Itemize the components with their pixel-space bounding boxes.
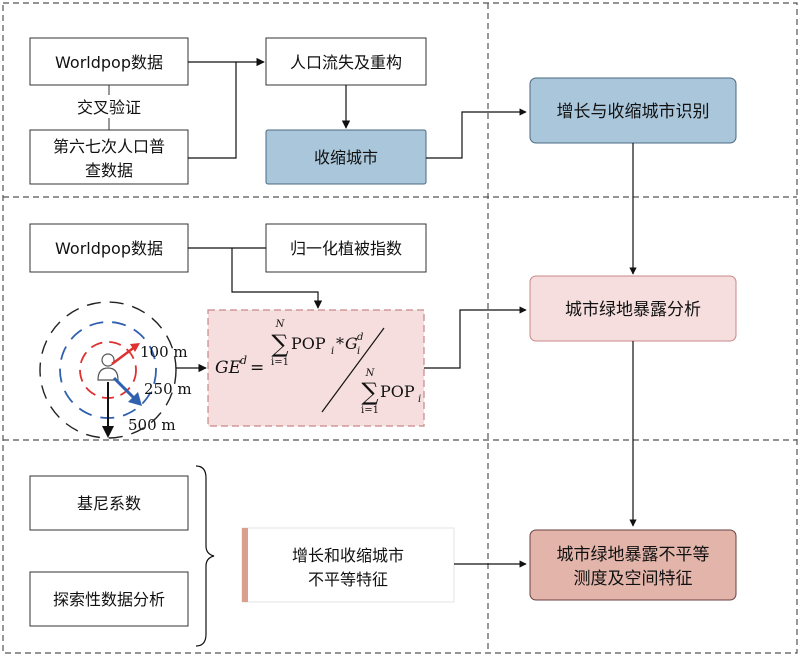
formula-lhs: GE bbox=[215, 358, 242, 378]
census-box: 第六七次人口普 查数据 bbox=[29, 129, 189, 185]
esda-box: 探索性数据分析 bbox=[29, 571, 189, 627]
arrow-formula-to-exposure bbox=[424, 306, 527, 369]
den-sigma: ∑ bbox=[361, 378, 378, 406]
final-box: 城市绿地暴露不平等 测度及空间特征 bbox=[529, 529, 737, 601]
red-arrow-head bbox=[130, 343, 140, 352]
formula-lhs-sup: d bbox=[240, 354, 247, 367]
population-loss-label: 人口流失及重构 bbox=[290, 53, 402, 72]
num-g-sub: i bbox=[357, 346, 360, 357]
inequality-accent-bar bbox=[242, 528, 248, 602]
den-pop-sub: i bbox=[418, 394, 421, 405]
worldpop-label-1: Worldpop数据 bbox=[55, 53, 163, 72]
worldpop-box-2: Worldpop数据 bbox=[29, 223, 189, 273]
num-g-sup: d bbox=[357, 332, 363, 343]
final-label-line1: 城市绿地暴露不平等 bbox=[557, 545, 710, 565]
red-radius-arrow bbox=[111, 345, 137, 365]
worldpop-box-1: Worldpop数据 bbox=[29, 37, 189, 86]
shrinking-city-box: 收缩城市 bbox=[265, 129, 427, 185]
inequality-label-line1: 增长和收缩城市 bbox=[292, 546, 404, 565]
blue-radius-arrow bbox=[112, 376, 136, 400]
num-sigma: ∑ bbox=[271, 330, 288, 358]
den-sum-top: N bbox=[365, 368, 376, 379]
identify-box: 增长与收缩城市识别 bbox=[529, 77, 737, 144]
worldpop-label-2: Worldpop数据 bbox=[55, 239, 163, 258]
num-sum-bottom: i=1 bbox=[271, 357, 289, 368]
ring-label-100m: 100 m bbox=[140, 343, 188, 361]
den-pop: POP bbox=[380, 382, 415, 401]
population-loss-box: 人口流失及重构 bbox=[265, 37, 427, 86]
ring-500m bbox=[39, 301, 177, 439]
person-icon bbox=[97, 353, 119, 381]
num-pop-sub: i bbox=[331, 346, 334, 357]
exposure-label: 城市绿地暴露分析 bbox=[565, 300, 701, 320]
buffer-rings-illustration: 100 m 250 m 500 m bbox=[39, 301, 192, 439]
identify-label: 增长与收缩城市识别 bbox=[557, 102, 710, 122]
fraction-slash bbox=[321, 327, 385, 413]
inequality-label-line2: 不平等特征 bbox=[308, 570, 388, 589]
num-star: * bbox=[336, 334, 344, 353]
formula-box: GE d = N ∑ i=1 POP i * G i d N ∑ i=1 POP… bbox=[207, 309, 425, 427]
formula-equals: = bbox=[250, 358, 264, 378]
merge-bracket bbox=[188, 61, 237, 159]
exposure-box: 城市绿地暴露分析 bbox=[529, 275, 737, 342]
arrow-to-formula bbox=[231, 248, 323, 309]
final-label-line2: 测度及空间特征 bbox=[574, 569, 693, 589]
den-sum-bottom: i=1 bbox=[361, 405, 379, 416]
gini-label: 基尼系数 bbox=[77, 494, 141, 513]
ring-label-500m: 500 m bbox=[128, 416, 176, 434]
inequality-box: 增长和收缩城市 不平等特征 bbox=[241, 527, 455, 603]
blue-arrow-head bbox=[128, 392, 142, 406]
ring-label-250m: 250 m bbox=[144, 380, 192, 398]
shrinking-city-label: 收缩城市 bbox=[314, 148, 378, 167]
num-sum-top: N bbox=[275, 319, 286, 330]
ndvi-label: 归一化植被指数 bbox=[290, 239, 402, 258]
arrow-to-identify bbox=[426, 108, 527, 159]
esda-label: 探索性数据分析 bbox=[53, 590, 165, 609]
black-arrow-head bbox=[102, 426, 114, 438]
gini-box: 基尼系数 bbox=[29, 475, 189, 531]
num-pop: POP bbox=[291, 334, 326, 353]
census-label-line1: 第六七次人口普 bbox=[53, 137, 165, 156]
ndvi-box: 归一化植被指数 bbox=[265, 223, 427, 273]
cross-validation-label: 交叉验证 bbox=[77, 98, 141, 117]
curly-brace bbox=[195, 465, 215, 647]
census-label-line2: 查数据 bbox=[85, 161, 133, 180]
num-g: G bbox=[345, 334, 358, 353]
